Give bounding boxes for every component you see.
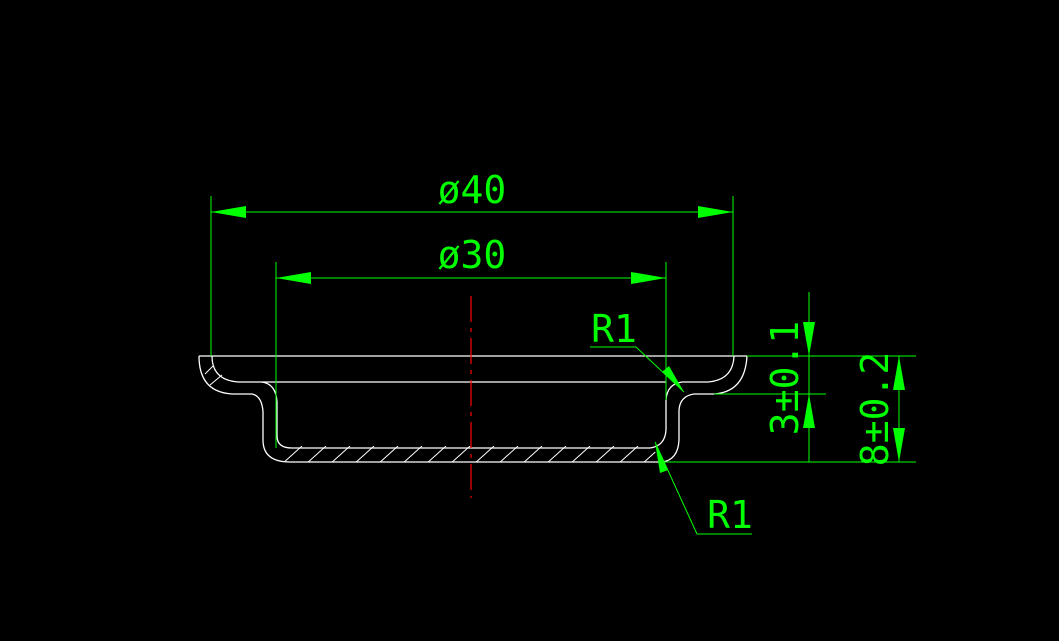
dim-radius-bottom: R1 xyxy=(707,493,753,537)
dim-radius-top: R1 xyxy=(591,307,637,351)
dim-flange-height: 3±0.1 xyxy=(763,321,807,435)
dimension-arrows xyxy=(211,206,905,473)
left-flange-inner xyxy=(211,355,293,449)
arrow-outer-diameter-left xyxy=(211,206,246,218)
right-wall-inner xyxy=(649,355,735,449)
right-wall-outer xyxy=(661,355,748,463)
dim-total-height: 8±0.2 xyxy=(853,352,897,466)
dimension-lines xyxy=(210,196,916,535)
arrow-radius-top xyxy=(662,366,684,392)
arrow-flange-height-top xyxy=(803,322,815,356)
arrow-radius-bottom xyxy=(655,442,668,473)
dimension-labels: ø40 ø30 R1 R1 3±0.1 8±0.2 xyxy=(438,168,897,537)
arrow-total-height-bottom xyxy=(893,428,905,462)
arrow-inner-diameter-right xyxy=(631,272,666,284)
left-flange-outer xyxy=(198,355,291,463)
dim-inner-diameter: ø30 xyxy=(438,233,507,277)
dim-outer-diameter: ø40 xyxy=(438,168,507,212)
arrow-total-height-top xyxy=(893,356,905,390)
flange-hatch xyxy=(204,365,223,386)
arrow-outer-diameter-right xyxy=(698,206,733,218)
arrow-flange-height-bottom xyxy=(803,394,815,428)
section-hatch xyxy=(281,446,663,462)
arrow-inner-diameter-left xyxy=(276,272,311,284)
